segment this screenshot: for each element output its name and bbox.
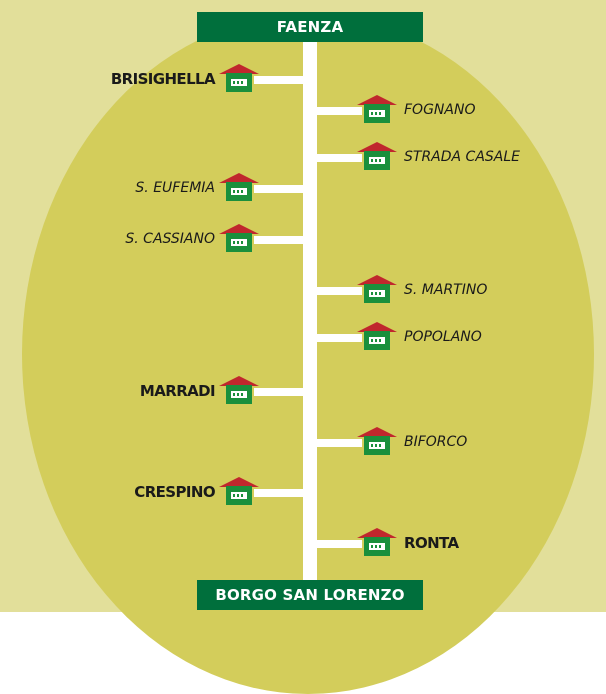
station-house-icon	[218, 172, 260, 202]
station-label: STRADA CASALE	[404, 149, 521, 165]
station-house-icon	[356, 94, 398, 124]
station-branch	[254, 388, 303, 396]
station-branch	[317, 334, 362, 342]
terminal-south: BORGO SAN LORENZO	[197, 580, 423, 610]
terminal-north: FAENZA	[197, 12, 423, 42]
station-label: CRESPINO	[134, 483, 215, 501]
station-label: S. CASSIANO	[125, 231, 215, 247]
station-house-icon	[356, 274, 398, 304]
station-house-icon	[218, 63, 260, 93]
station-house-icon	[218, 476, 260, 506]
station-label: S. EUFEMIA	[135, 180, 215, 196]
station-house-icon	[356, 141, 398, 171]
station-label: FOGNANO	[404, 102, 476, 118]
station-house-icon	[356, 321, 398, 351]
station-branch	[254, 236, 303, 244]
station-house-icon	[218, 223, 260, 253]
station-house-icon	[218, 375, 260, 405]
station-label: POPOLANO	[404, 329, 482, 345]
station-branch	[317, 154, 362, 162]
station-label: BRISIGHELLA	[110, 70, 216, 88]
station-label: RONTA	[404, 534, 459, 552]
station-label: MARRADI	[139, 382, 216, 400]
station-branch	[317, 287, 362, 295]
station-branch	[254, 489, 303, 497]
station-branch	[317, 540, 362, 548]
terminal-north-label: FAENZA	[276, 18, 344, 36]
station-house-icon	[356, 426, 398, 456]
station-branch	[317, 107, 362, 115]
station-house-icon	[356, 527, 398, 557]
railway-line	[303, 40, 317, 585]
station-label: BIFORCO	[404, 434, 468, 450]
station-branch	[254, 76, 303, 84]
station-branch	[254, 185, 303, 193]
station-branch	[317, 439, 362, 447]
station-label: S. MARTINO	[404, 282, 488, 298]
terminal-south-label: BORGO SAN LORENZO	[215, 586, 405, 604]
